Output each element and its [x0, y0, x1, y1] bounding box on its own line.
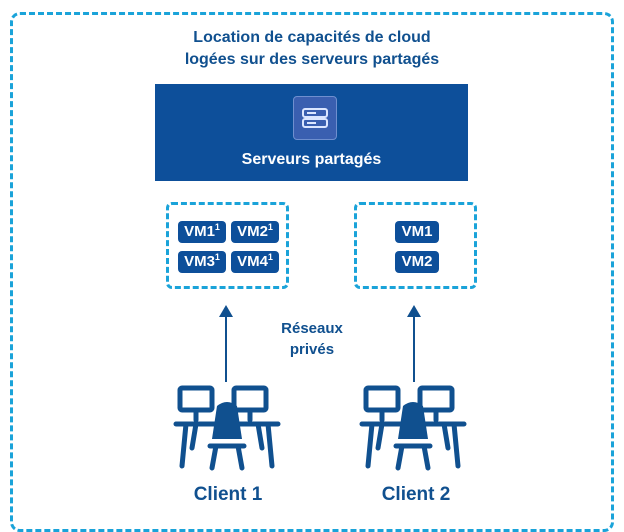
client-1-label: Client 1 — [193, 484, 263, 505]
vm-name: VM2 — [237, 223, 268, 240]
vm-footnote: 1 — [267, 222, 273, 232]
vm-badge: VM1 — [395, 221, 439, 243]
vm-badge: VM31 — [178, 251, 226, 273]
diagram-title-line2: logées sur des serveurs partagés — [184, 51, 440, 68]
server-icon — [293, 96, 337, 140]
connection-line — [225, 315, 227, 382]
client-2-label: Client 2 — [381, 484, 451, 505]
vm-footnote: 1 — [214, 252, 220, 262]
network-label-line2: privés — [289, 341, 335, 358]
shared-servers-box: Serveurs partagés — [155, 84, 468, 181]
vm-name: VM4 — [237, 253, 268, 270]
network-label-line1: Réseaux — [281, 320, 343, 337]
vm-footnote: 1 — [267, 252, 273, 262]
diagram-title-line1: Location de capacités de cloud — [193, 29, 431, 46]
connection-line — [413, 315, 415, 382]
shared-servers-label: Serveurs partagés — [241, 151, 382, 168]
vm-badge: VM21 — [231, 221, 279, 243]
vm-group-client-2: VM1 VM2 — [354, 202, 477, 289]
vm-group-client-1: VM11 VM21 VM31 VM41 — [166, 202, 289, 289]
workstation-icon — [359, 385, 467, 471]
vm-badge: VM11 — [178, 221, 226, 243]
vm-badge: VM2 — [395, 251, 439, 273]
arrow-up-icon — [407, 305, 421, 317]
vm-badge: VM41 — [231, 251, 279, 273]
vm-footnote: 1 — [214, 222, 220, 232]
vm-name: VM3 — [184, 253, 215, 270]
vm-name: VM1 — [184, 223, 215, 240]
workstation-icon — [173, 385, 281, 471]
arrow-up-icon — [219, 305, 233, 317]
